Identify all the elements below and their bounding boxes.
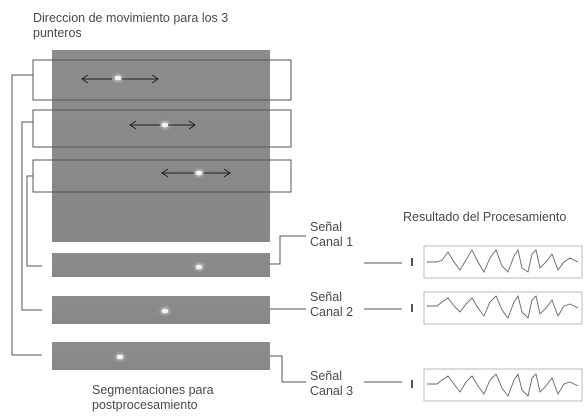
segmentation-caption-line-2: postprocesamiento <box>92 398 198 412</box>
strip-pointer-1 <box>196 265 202 269</box>
direction-arrow-2 <box>129 120 196 130</box>
result-title: Resultado del Procesamiento <box>403 210 567 224</box>
pointer-1 <box>115 76 121 80</box>
pointer-2 <box>162 123 168 127</box>
signal-plot-1 <box>411 245 583 279</box>
right-connectors <box>270 235 402 383</box>
row-box-1 <box>32 59 292 101</box>
signal-label-2-line-1: Señal <box>310 290 342 304</box>
segmentation-strip-2 <box>52 296 270 324</box>
signal-label-1: Señal Canal 1 <box>310 220 353 250</box>
signal-label-2-line-2: Canal 2 <box>310 305 354 319</box>
signal-label-2: Señal Canal 2 <box>310 290 353 320</box>
signal-label-3: Señal Canal 3 <box>310 369 353 399</box>
signal-label-1-line-2: Canal 1 <box>310 235 354 249</box>
signal-label-3-line-1: Señal <box>310 369 342 383</box>
main-frame-image <box>52 50 270 242</box>
figure-title: Direccion de movimiento para los 3 punte… <box>33 11 293 41</box>
signal-plot-2 <box>411 291 583 325</box>
figure-title-line-1: Direccion de movimiento para los 3 <box>33 11 229 25</box>
left-connectors <box>11 74 42 356</box>
segmentation-caption: Segmentaciones para postprocesamiento <box>92 383 214 413</box>
row-box-2 <box>32 109 292 148</box>
signal-label-3-line-2: Canal 3 <box>310 384 354 398</box>
row-box-3 <box>32 159 292 193</box>
direction-arrow-1 <box>81 74 159 84</box>
strip-pointer-2 <box>162 309 168 313</box>
strip-pointer-3 <box>117 355 123 359</box>
figure-title-line-2: punteros <box>33 26 82 40</box>
pointer-3 <box>196 171 202 175</box>
segmentation-caption-line-1: Segmentaciones para <box>92 383 214 397</box>
signal-plot-3 <box>411 368 583 402</box>
segmentation-strip-1 <box>52 253 270 277</box>
direction-arrow-3 <box>161 168 231 178</box>
signal-label-1-line-1: Señal <box>310 220 342 234</box>
segmentation-strip-3 <box>52 342 270 370</box>
